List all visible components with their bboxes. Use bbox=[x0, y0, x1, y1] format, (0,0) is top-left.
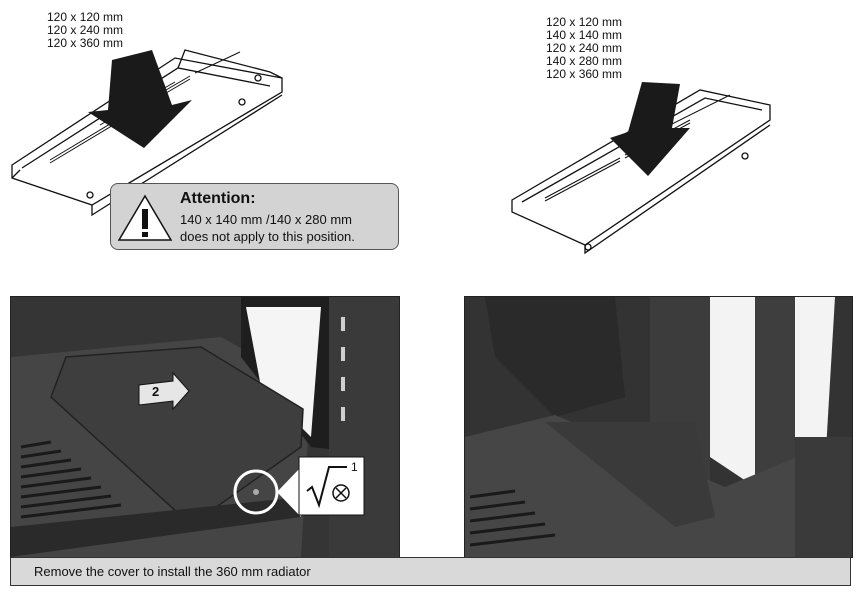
step-arrow-number: 2 bbox=[152, 384, 160, 399]
right-bracket-illustration bbox=[511, 82, 771, 255]
left-bracket-illustration bbox=[11, 49, 283, 217]
caption-bar: Remove the cover to install the 360 mm r… bbox=[10, 557, 851, 586]
size-item: 140 x 280 mm bbox=[546, 54, 623, 68]
attention-callout: Attention: 140 x 140 mm /140 x 280 mm do… bbox=[110, 183, 399, 250]
size-item: 120 x 240 mm bbox=[546, 41, 623, 55]
attention-line-1: 140 x 140 mm /140 x 280 mm bbox=[180, 212, 352, 227]
attention-title: Attention: bbox=[180, 190, 256, 207]
attention-line-2: does not apply to this position. bbox=[180, 229, 355, 244]
size-item: 140 x 140 mm bbox=[546, 28, 623, 42]
photo-cover-removed bbox=[464, 296, 853, 558]
photo-remove-cover: 2 1 bbox=[10, 296, 400, 558]
callout-number: 1 bbox=[351, 460, 358, 474]
size-item: 120 x 120 mm bbox=[47, 10, 124, 24]
size-item: 120 x 240 mm bbox=[47, 23, 124, 37]
right-size-list: 120 x 120 mm 140 x 140 mm 120 x 240 mm 1… bbox=[546, 16, 622, 81]
size-item: 120 x 360 mm bbox=[47, 36, 124, 50]
case-interior-right bbox=[465, 297, 852, 557]
size-item: 120 x 120 mm bbox=[546, 15, 623, 29]
size-item: 120 x 360 mm bbox=[546, 67, 623, 81]
left-size-list: 120 x 120 mm 120 x 240 mm 120 x 360 mm bbox=[47, 11, 123, 50]
case-interior-left bbox=[11, 297, 399, 557]
warning-triangle-icon bbox=[117, 194, 173, 241]
